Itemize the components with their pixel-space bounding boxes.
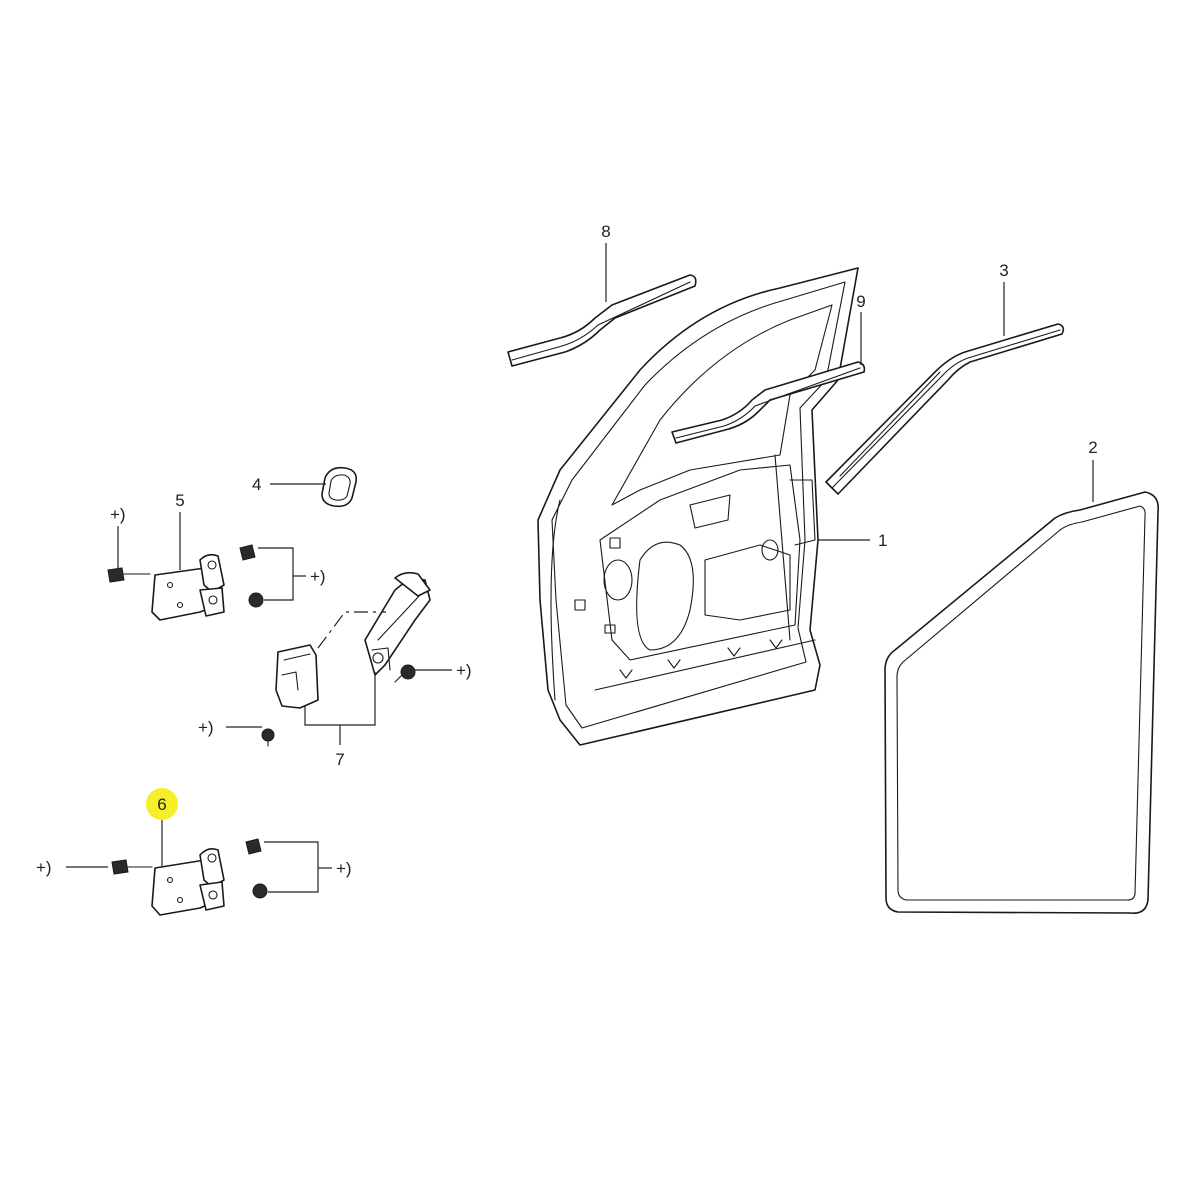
door-check-nut-bottom bbox=[261, 728, 275, 747]
callout-9[interactable]: 9 bbox=[856, 292, 865, 311]
callout-6-highlight bbox=[146, 788, 178, 820]
callout-8[interactable]: 8 bbox=[601, 222, 610, 241]
outer-belt-weatherstrip bbox=[507, 274, 697, 367]
upper-hinge-bolt-left bbox=[107, 567, 151, 583]
upper-hinge-nut-bottom bbox=[248, 592, 264, 608]
upper-hinge-bolt-top bbox=[239, 544, 256, 561]
lower-hinge-nut-bottom bbox=[252, 883, 268, 899]
fastener-marker-door-check-right: +) bbox=[456, 661, 472, 680]
inner-belt-weatherstrip bbox=[671, 361, 866, 444]
lower-hinge bbox=[151, 848, 225, 916]
callout-3[interactable]: 3 bbox=[999, 261, 1008, 280]
lower-hinge-bolt-left bbox=[111, 859, 153, 875]
callout-5[interactable]: 5 bbox=[175, 491, 184, 510]
lower-hinge-bolt-top bbox=[245, 838, 262, 855]
callout-1[interactable]: 1 bbox=[878, 531, 887, 550]
upper-hinge bbox=[151, 553, 225, 621]
fastener-marker-lower-hinge-right: +) bbox=[336, 859, 352, 878]
door-opening-weatherstrip bbox=[884, 491, 1160, 915]
callout-2[interactable]: 2 bbox=[1088, 438, 1097, 457]
fastener-marker-lower-hinge-left: +) bbox=[36, 858, 52, 877]
grommet bbox=[321, 466, 358, 508]
fastener-marker-door-check-left: +) bbox=[198, 718, 214, 737]
callout-labels: 8 9 3 2 1 4 5 7 6 bbox=[157, 222, 1097, 814]
glass-run-channel bbox=[825, 323, 1065, 495]
callout-7[interactable]: 7 bbox=[335, 750, 344, 769]
callout-4[interactable]: 4 bbox=[252, 475, 261, 494]
callout-6[interactable]: 6 bbox=[157, 795, 166, 814]
leader-lines bbox=[66, 243, 1094, 893]
door-check bbox=[275, 571, 431, 709]
fastener-markers: +) +) +) +) +) +) bbox=[36, 505, 472, 878]
fastener-marker-upper-hinge-left: +) bbox=[110, 505, 126, 524]
door-check-bolt-right bbox=[394, 664, 416, 683]
fastener-marker-upper-hinge-right: +) bbox=[310, 567, 326, 586]
